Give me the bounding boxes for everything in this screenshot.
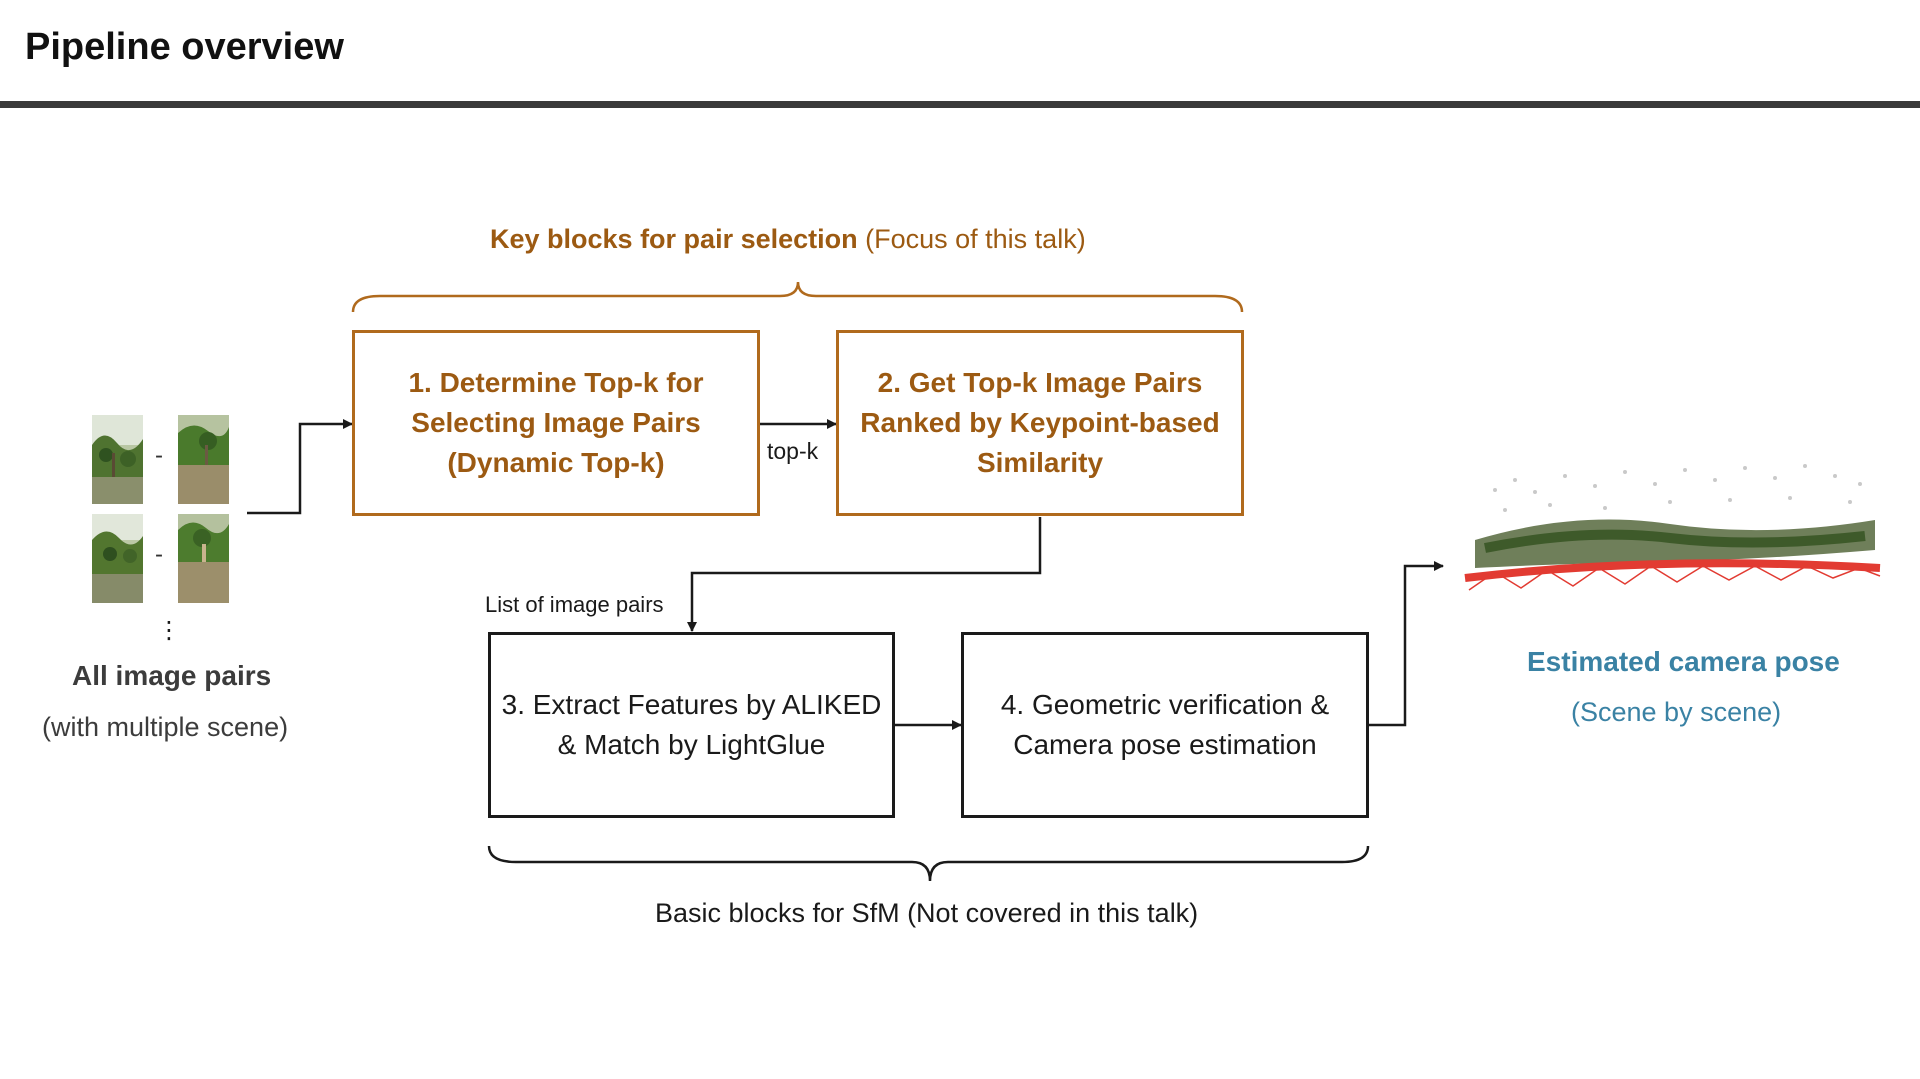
basic-brace [487, 845, 1370, 882]
arrow-block2-to-block3 [687, 517, 1042, 632]
block-extract-match: 3. Extract Features by ALIKED & Match by… [488, 632, 895, 818]
block-dynamic-topk: 1. Determine Top-k for Selecting Image P… [352, 330, 760, 516]
block-line: Ranked by Keypoint-based [860, 407, 1220, 438]
focus-group-label-bold: Key blocks for pair selection [490, 224, 858, 254]
block-line: 2. Get Top-k Image Pairs [877, 367, 1203, 398]
focus-group-label-note: (Focus of this talk) [857, 224, 1086, 254]
block-topk-image-pairs: 2. Get Top-k Image Pairs Ranked by Keypo… [836, 330, 1244, 516]
topk-edge-label: top-k [767, 438, 819, 464]
input-subtitle: (with multiple scene) [42, 712, 289, 742]
vineyard-thumbnail [178, 514, 229, 603]
block-geometric-verification: 4. Geometric verification & Camera pose … [961, 632, 1369, 818]
block-line: 3. Extract Features by ALIKED [501, 689, 882, 720]
block-line: (Dynamic Top-k) [447, 447, 665, 478]
vertical-ellipsis: ⋮ [157, 617, 181, 644]
block-line: 1. Determine Top-k for [408, 367, 704, 398]
pairs-edge-label: List of image pairs [485, 592, 664, 617]
output-subtitle: (Scene by scene) [1571, 697, 1782, 727]
pair-separator: - [155, 541, 163, 568]
vineyard-thumbnail [92, 415, 143, 504]
point-cloud-reconstruction [1464, 464, 1881, 591]
block-line: & Match by LightGlue [557, 729, 826, 760]
page-title: Pipeline overview [25, 26, 344, 68]
arrow-block4-to-output [1368, 561, 1444, 727]
block-line: Selecting Image Pairs [411, 407, 701, 438]
arrow-input-to-block1 [247, 419, 353, 515]
pair-separator: - [155, 442, 163, 469]
focus-group-label: Key blocks for pair selection (Focus of … [490, 224, 1086, 255]
focus-brace [351, 281, 1244, 313]
block-line: Similarity [976, 447, 1104, 478]
title-divider [0, 101, 1920, 108]
vineyard-thumbnail [92, 514, 143, 603]
basic-group-label: Basic blocks for SfM (Not covered in thi… [655, 898, 1199, 928]
block-line: Camera pose estimation [1013, 729, 1317, 760]
input-title: All image pairs [72, 660, 272, 691]
output-title: Estimated camera pose [1527, 646, 1840, 677]
vineyard-thumbnail [178, 415, 229, 504]
block-line: 4. Geometric verification & [1000, 689, 1330, 720]
